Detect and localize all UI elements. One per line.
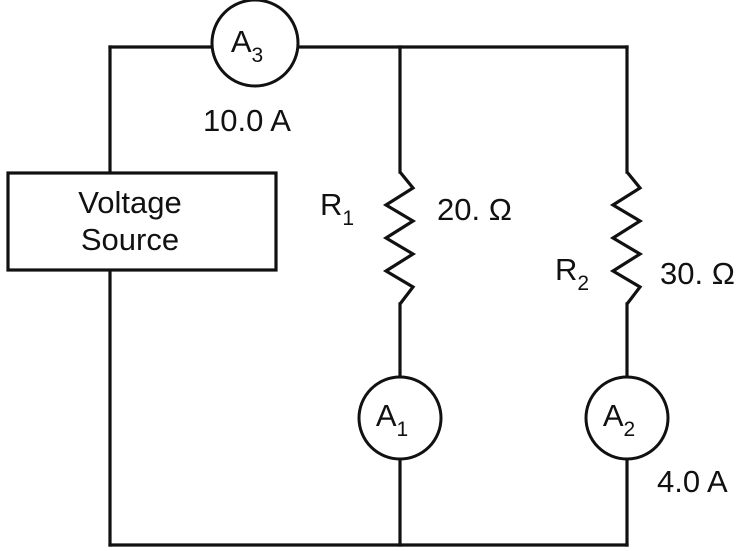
voltage-source: Voltage Source bbox=[6, 171, 278, 272]
ammeter-a2-letter: A bbox=[603, 398, 624, 433]
resistor-r2-letter: R bbox=[555, 252, 577, 287]
ammeter-a2: A2 bbox=[584, 375, 670, 461]
svg-text:A1: A1 bbox=[376, 398, 408, 441]
svg-text:R2: R2 bbox=[555, 252, 589, 295]
voltage-source-label-line1: Voltage bbox=[78, 185, 181, 220]
resistor-r1-symbol bbox=[382, 170, 417, 305]
voltage-source-box bbox=[6, 171, 278, 272]
ammeter-a1: A1 bbox=[357, 375, 443, 461]
ammeter-a2-subscript: 2 bbox=[624, 418, 636, 441]
ammeter-a1-circle bbox=[357, 375, 443, 461]
resistor-r2-subscript: 2 bbox=[577, 272, 589, 295]
ammeter-a3-circle bbox=[210, 0, 300, 88]
resistor-r1-letter: R bbox=[320, 187, 342, 222]
ammeter-a3-letter: A bbox=[231, 24, 252, 59]
ammeter-a2-reading: 4.0 A bbox=[657, 464, 728, 499]
ammeter-a1-letter: A bbox=[376, 398, 397, 433]
resistor-r2-value: 30. Ω bbox=[660, 256, 735, 291]
voltage-source-label-line2: Source bbox=[81, 222, 179, 257]
svg-text:A3: A3 bbox=[231, 24, 263, 67]
svg-text:R1: R1 bbox=[320, 187, 354, 230]
resistor-r1-value: 20. Ω bbox=[437, 192, 512, 227]
svg-text:A2: A2 bbox=[603, 398, 635, 441]
ammeter-a3-subscript: 3 bbox=[252, 44, 264, 67]
ammeter-a3-reading: 10.0 A bbox=[203, 103, 291, 138]
resistor-r2-symbol bbox=[609, 170, 644, 305]
ammeter-a2-circle bbox=[584, 375, 670, 461]
ammeter-a3: A3 bbox=[210, 0, 300, 88]
ammeter-a1-subscript: 1 bbox=[397, 418, 409, 441]
wires bbox=[108, 45, 629, 547]
resistor-r1-subscript: 1 bbox=[342, 207, 354, 230]
